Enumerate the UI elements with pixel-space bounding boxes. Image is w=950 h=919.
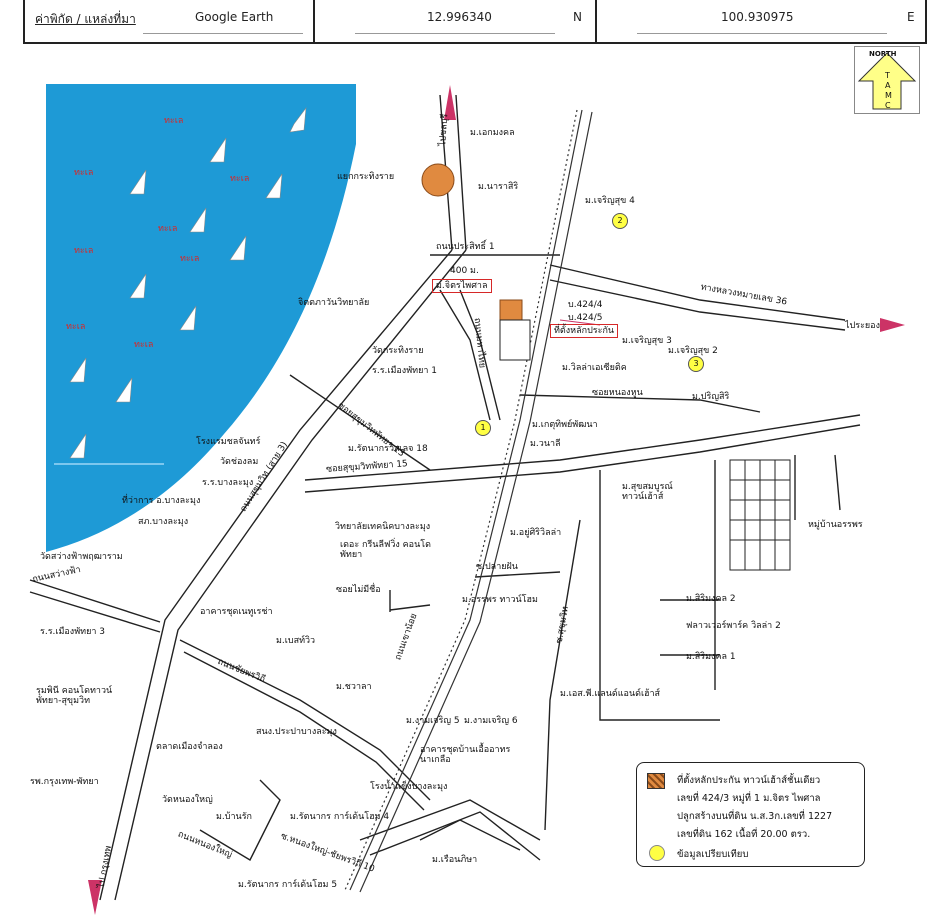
place-label: ร.ร.บางละมุง (202, 478, 254, 488)
place-label: ม.อยู่ศิริวิลล่า (510, 528, 562, 538)
place-label: วัดช่องลม (220, 457, 259, 467)
place-label: ม.เจริญสุข 3 (622, 336, 672, 346)
place-label: ร.ร.เมืองพัทยา 1 (372, 366, 437, 376)
sea-label: ทะเล (230, 174, 250, 184)
place-label: ถนนประสิทธิ์ 1 (436, 242, 495, 252)
place-label: ม.จิตรไพศาล (432, 279, 492, 293)
place-label: ม.นาราสิริ (478, 182, 519, 192)
sea-label: ทะเล (158, 224, 178, 234)
legend-line: ข้อมูลเปรียบเทียบ (677, 849, 749, 860)
lat-cell: 12.996340 N (315, 0, 597, 42)
place-label: แยกกระทิงราย (337, 172, 395, 182)
road-label: ซ.ปลายฝัน (476, 562, 518, 572)
place-label: บ.424/5 (568, 313, 603, 323)
place-label: วัดกระทิงราย (372, 346, 424, 356)
comparison-swatch (649, 845, 665, 861)
place-label: 400 ม. (450, 266, 479, 276)
place-label: ม.ปริญสิริ (692, 392, 730, 402)
collateral-swatch (647, 773, 665, 789)
place-label: อาคารชุดเนทูเรช่า (200, 607, 273, 617)
place-label: ร.ร.เมืองพัทยา 3 (40, 627, 105, 637)
road-label: ซอยหนองหูน (592, 388, 643, 398)
collateral-label: ที่ตั้งหลักประกัน (550, 324, 619, 338)
place-label: ตลาดเมืองจำลอง (156, 742, 223, 752)
place-label: สนง.ประปาบางละมุง (256, 727, 337, 737)
lat-value: 12.996340 (427, 10, 492, 24)
north-label: NORTH (869, 50, 897, 58)
place-label: ที่ว่าการ อ.บางละมุง (122, 496, 201, 506)
place-label: รุมพินี คอนโดทาวน์ พัทยา-สุขุมวิท (36, 686, 113, 706)
comparison-marker: 2 (612, 213, 628, 229)
place-label: ม.เบสท์วิว (276, 636, 316, 646)
place-label: ม.เอส.พี.แลนด์แอนด์เฮ้าส์ (560, 689, 661, 699)
place-label: จิตตภาวันวิทยาลัย (298, 298, 370, 308)
place-label: ม.สิริมงคล 1 (686, 652, 736, 662)
sea-label: ทะเล (134, 340, 154, 350)
coord-label: ค่าพิกัด / แหล่งที่มา (35, 12, 136, 26)
sea-label: ทะเล (180, 254, 200, 264)
place-label: เดอะ กรีนลีฟวิ่ง คอนโด พัทยา (340, 540, 431, 560)
sea-label: ทะเล (164, 116, 184, 126)
place-label: ม.งามเจริญ 5 (406, 716, 460, 726)
compass-letter: T (885, 71, 890, 80)
map-legend: ที่ตั้งหลักประกัน ทาวน์เฮ้าส์ชั้นเดียว เ… (636, 762, 865, 867)
legend-line: ปลูกสร้างบนที่ดิน น.ส.3ก.เลขที่ 1227 (677, 811, 833, 822)
place-label: ม.วนาลี (530, 439, 561, 449)
place-label: ม.เรือนภิษา (432, 855, 478, 865)
compass-letter: A (885, 81, 891, 90)
place-label: วัดหนองใหญ่ (162, 795, 213, 805)
place-label: อาคารชุดบ้านเอื้ออาทร นาเกลือ (420, 745, 511, 765)
place-label: วิทยาลัยเทคนิคบางละมุง (335, 522, 431, 532)
sea-label: ทะเล (74, 246, 94, 256)
place-label: โรงน้ำแข็งบางละมุง (370, 782, 448, 792)
place-label: ม.สิริมงคล 2 (686, 594, 736, 604)
place-label: บ.424/4 (568, 300, 603, 310)
place-label: ม.วิลล่าเอเซียติค (562, 363, 627, 373)
place-label: โรงแรมชลจันทร์ (196, 437, 261, 447)
sea-label: ทะเล (66, 322, 86, 332)
place-label: ม.งามเจริญ 6 (464, 716, 518, 726)
compass-letter: C (885, 101, 891, 110)
legend-line: เลขที่ดิน 162 เนื้อที่ 20.00 ตรว. (677, 829, 811, 840)
place-label: ม.สุขสมบูรณ์ ทาวน์เฮ้าส์ (622, 482, 673, 502)
place-label: รพ.กรุงเทพ-พัทยา (30, 777, 99, 787)
place-label: ม.รัตนากรวิลเลจ 18 (348, 444, 428, 454)
source-cell: ค่าพิกัด / แหล่งที่มา Google Earth (25, 0, 315, 42)
legend-line: เลขที่ 424/3 หมู่ที่ 1 ม.จิตร ไพศาล (677, 793, 821, 804)
road-label: ซอยไม่มีชื่อ (336, 585, 381, 595)
place-label: ม.บ้านรัก (216, 812, 252, 822)
legend-line: ที่ตั้งหลักประกัน ทาวน์เฮ้าส์ชั้นเดียว (677, 775, 821, 786)
comparison-marker: 3 (688, 356, 704, 372)
place-label: วัดสว่างฟ้าพฤฒาราม (40, 552, 123, 562)
sea-area: ทะเล ทะเล ทะเล ทะเล ทะเล ทะเล ทะเล ทะเล (44, 84, 356, 552)
lat-dir: N (573, 10, 582, 24)
place-label: ม.เกตุทิพย์พัฒนา (532, 420, 598, 430)
coordinate-header: ค่าพิกัด / แหล่งที่มา Google Earth 12.99… (23, 0, 927, 44)
comparison-marker: 1 (475, 420, 491, 436)
road-label: ไประยอง (845, 321, 880, 331)
lon-cell: 100.930975 E (597, 0, 927, 42)
lon-value: 100.930975 (721, 10, 794, 24)
place-label: ม.รัตนากร การ์เด้นโฮม 4 (290, 812, 390, 822)
north-compass: NORTH T A M C (854, 46, 920, 114)
lon-dir: E (907, 10, 915, 24)
place-label: ม.เจริญสุข 4 (585, 196, 635, 206)
place-label: ฟลาวเวอร์พาร์ค วิลล่า 2 (686, 621, 781, 631)
place-label: ม.รัตนากร การ์เด้นโฮม 5 (238, 880, 338, 890)
place-label: หมู่บ้านอรรพร (808, 520, 863, 530)
place-label: ม.ชวาลา (336, 682, 372, 692)
compass-letter: M (885, 91, 892, 100)
sea-label: ทะเล (74, 168, 94, 178)
place-label: สภ.บางละมุง (138, 517, 189, 527)
source-value: Google Earth (195, 10, 274, 24)
place-label: ม.เอกมงคล (470, 128, 515, 138)
place-label: ม.เจริญสุข 2 (668, 346, 718, 356)
place-label: ม.อรรพร ทาวน์โฮม (462, 595, 538, 605)
